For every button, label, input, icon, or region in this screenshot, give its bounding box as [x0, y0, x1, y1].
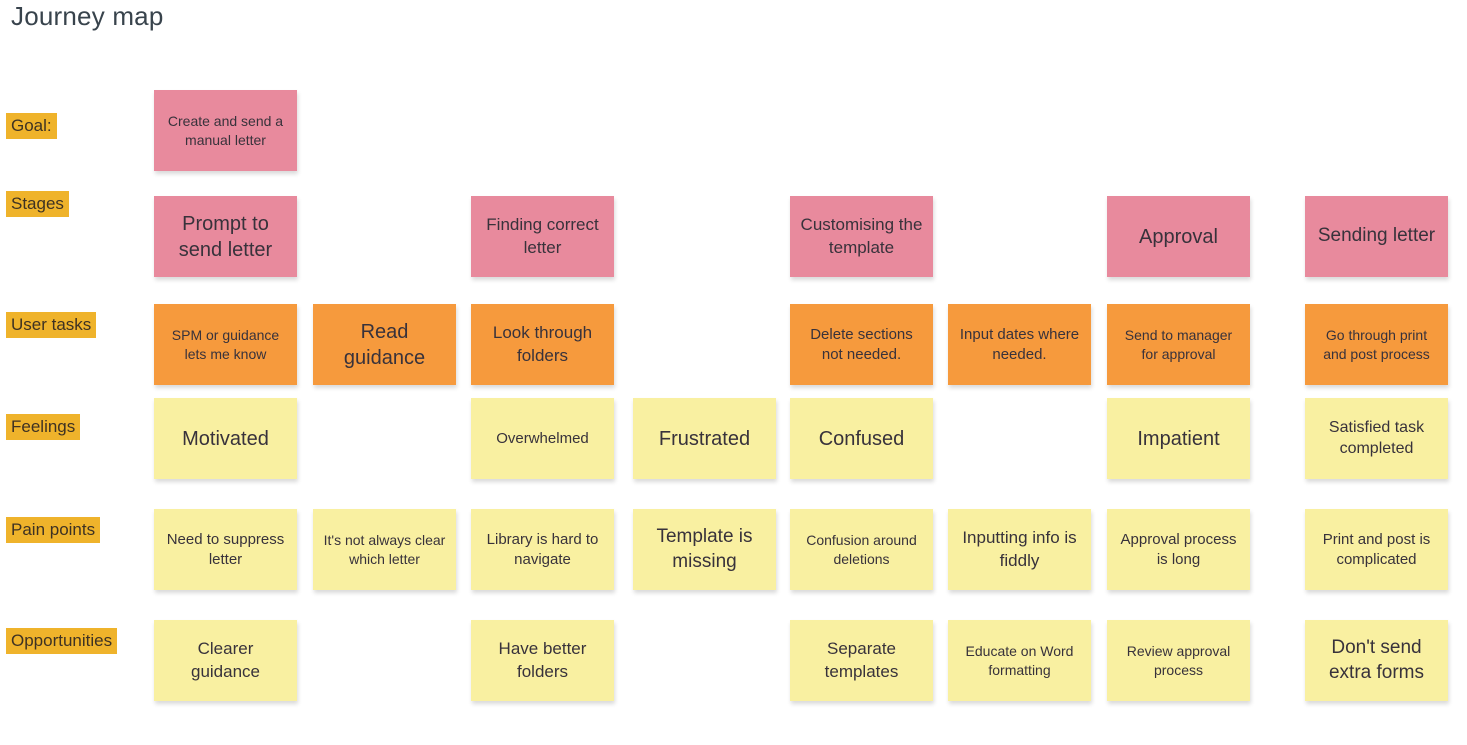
sticky-note-text: Need to suppress letter — [166, 531, 285, 568]
row-label-pain-points: Pain points — [6, 517, 101, 544]
sticky-note-text: Customising the template — [800, 215, 923, 257]
sticky-note-stages-col2[interactable]: Finding correct letter — [471, 196, 614, 277]
sticky-note-text: Educate on Word formatting — [965, 643, 1074, 678]
sticky-note-text: Input dates where needed. — [959, 326, 1080, 363]
row-label-goal: Goal: — [6, 113, 57, 140]
sticky-note-text: Send to manager for approval — [1124, 327, 1233, 362]
row-label-feelings: Feelings — [6, 414, 81, 441]
sticky-note-opportunities-col2[interactable]: Have better folders — [471, 620, 614, 701]
sticky-note-pain-points-col3[interactable]: Template is missing — [633, 509, 776, 590]
sticky-note-feelings-col0[interactable]: Motivated — [154, 398, 297, 479]
sticky-note-text: Approval process is long — [1120, 531, 1237, 568]
sticky-note-text: Go through print and post process — [1323, 327, 1430, 362]
page-title: Journey map — [11, 1, 164, 31]
sticky-note-pain-points-col5[interactable]: Inputting info is fiddly — [948, 509, 1091, 590]
sticky-note-text: It's not always clear which letter — [323, 532, 446, 567]
sticky-note-pain-points-col4[interactable]: Confusion around deletions — [790, 509, 933, 590]
sticky-note-pain-points-col2[interactable]: Library is hard to navigate — [471, 509, 614, 590]
sticky-note-text: Template is missing — [656, 525, 753, 572]
sticky-note-text: Read guidance — [343, 320, 426, 369]
sticky-note-text: Confused — [818, 427, 905, 450]
sticky-note-pain-points-col6[interactable]: Approval process is long — [1107, 509, 1250, 590]
sticky-note-feelings-col2[interactable]: Overwhelmed — [471, 398, 614, 479]
sticky-note-stages-col0[interactable]: Prompt to send letter — [154, 196, 297, 277]
sticky-note-text: Print and post is complicated — [1322, 531, 1431, 568]
sticky-note-stages-col7[interactable]: Sending letter — [1305, 196, 1448, 277]
sticky-note-opportunities-col4[interactable]: Separate templates — [790, 620, 933, 701]
sticky-note-stages-col6[interactable]: Approval — [1107, 196, 1250, 277]
sticky-note-text: SPM or guidance lets me know — [171, 327, 280, 362]
sticky-note-text: Create and send a manual letter — [167, 113, 284, 148]
sticky-note-text: Delete sections not needed. — [810, 326, 913, 363]
sticky-note-feelings-col6[interactable]: Impatient — [1107, 398, 1250, 479]
row-label-user-tasks: User tasks — [6, 312, 97, 339]
sticky-note-feelings-col4[interactable]: Confused — [790, 398, 933, 479]
sticky-note-user-tasks-col6[interactable]: Send to manager for approval — [1107, 304, 1250, 385]
sticky-note-opportunities-col0[interactable]: Clearer guidance — [154, 620, 297, 701]
sticky-note-pain-points-col1[interactable]: It's not always clear which letter — [313, 509, 456, 590]
sticky-note-text: Frustrated — [658, 427, 751, 450]
sticky-note-user-tasks-col7[interactable]: Go through print and post process — [1305, 304, 1448, 385]
sticky-note-goal-col0[interactable]: Create and send a manual letter — [154, 90, 297, 171]
sticky-note-opportunities-col6[interactable]: Review approval process — [1107, 620, 1250, 701]
sticky-note-pain-points-col7[interactable]: Print and post is complicated — [1305, 509, 1448, 590]
sticky-note-text: Confusion around deletions — [806, 532, 917, 567]
sticky-note-text: Have better folders — [498, 639, 587, 681]
sticky-note-text: Sending letter — [1317, 225, 1436, 247]
sticky-note-text: Don't send extra forms — [1328, 636, 1425, 683]
sticky-note-opportunities-col7[interactable]: Don't send extra forms — [1305, 620, 1448, 701]
sticky-note-stages-col4[interactable]: Customising the template — [790, 196, 933, 277]
sticky-note-text: Impatient — [1137, 427, 1220, 450]
sticky-note-feelings-col3[interactable]: Frustrated — [633, 398, 776, 479]
sticky-note-feelings-col7[interactable]: Satisfied task completed — [1305, 398, 1448, 479]
sticky-note-user-tasks-col0[interactable]: SPM or guidance lets me know — [154, 304, 297, 385]
sticky-note-opportunities-col5[interactable]: Educate on Word formatting — [948, 620, 1091, 701]
row-label-opportunities: Opportunities — [6, 628, 118, 655]
sticky-note-text: Review approval process — [1126, 643, 1231, 678]
sticky-note-user-tasks-col2[interactable]: Look through folders — [471, 304, 614, 385]
sticky-note-text: Prompt to send letter — [178, 212, 273, 261]
sticky-note-text: Library is hard to navigate — [486, 531, 599, 568]
row-label-stages: Stages — [6, 191, 69, 218]
sticky-note-text: Approval — [1139, 225, 1218, 248]
sticky-note-text: Look through folders — [492, 323, 593, 365]
sticky-note-text: Separate templates — [824, 639, 899, 681]
sticky-note-user-tasks-col1[interactable]: Read guidance — [313, 304, 456, 385]
sticky-note-pain-points-col0[interactable]: Need to suppress letter — [154, 509, 297, 590]
sticky-note-text: Clearer guidance — [190, 639, 260, 681]
sticky-note-text: Motivated — [182, 427, 269, 450]
sticky-note-text: Inputting info is fiddly — [962, 528, 1077, 570]
sticky-note-text: Overwhelmed — [496, 429, 589, 447]
sticky-note-user-tasks-col5[interactable]: Input dates where needed. — [948, 304, 1091, 385]
sticky-note-text: Finding correct letter — [486, 215, 599, 257]
sticky-note-user-tasks-col4[interactable]: Delete sections not needed. — [790, 304, 933, 385]
sticky-note-text: Satisfied task completed — [1328, 418, 1425, 457]
